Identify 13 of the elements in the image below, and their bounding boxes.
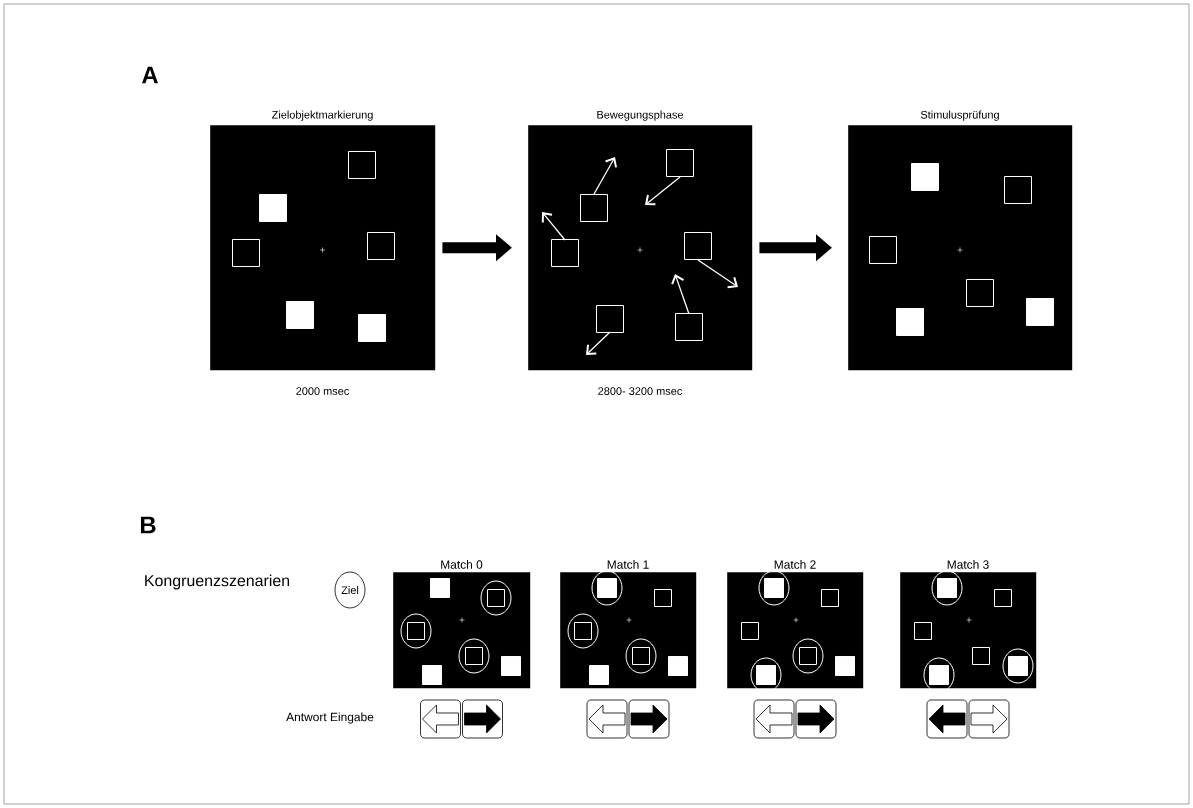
screen-title: Stimulusprüfung <box>920 110 999 121</box>
panel-letter: A <box>141 66 158 84</box>
screen-title: Zielobjektmarkierung <box>272 110 373 121</box>
screen-title: Match 2 <box>774 560 816 569</box>
row-label: Kongruenzszenarien <box>145 574 290 590</box>
screen-title: Match 1 <box>607 560 649 569</box>
panel-letter: B <box>140 516 156 534</box>
screen-title: Bewegungsphase <box>597 110 684 121</box>
duration-label: 2800- 3200 msec <box>598 387 683 395</box>
duration-label: 2000 msec <box>296 387 349 395</box>
row-label: Antwort Eingabe <box>286 712 374 724</box>
screen-title: Match 3 <box>947 560 989 569</box>
screen-title: Match 0 <box>441 560 483 569</box>
